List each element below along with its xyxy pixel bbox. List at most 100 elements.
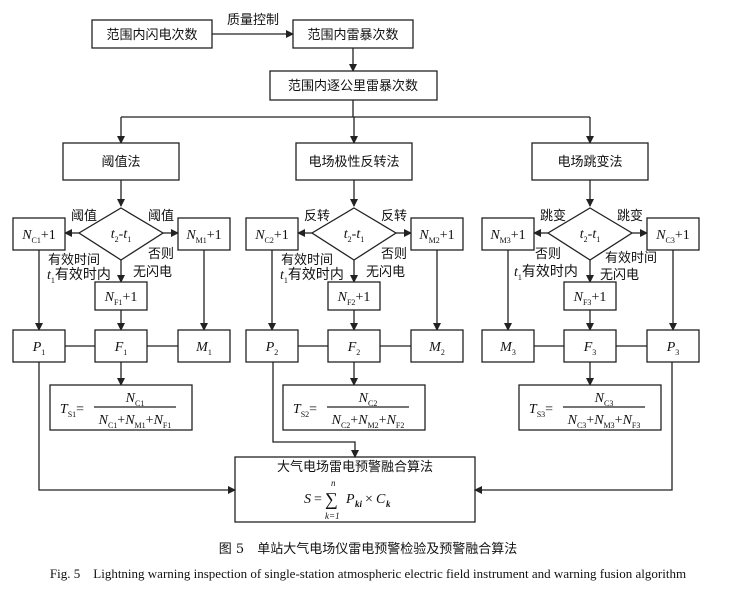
formula-denominator: NC2+NM2+NF2 bbox=[331, 413, 405, 430]
formula-lhs: TS1= bbox=[60, 402, 84, 419]
subscript: S1 bbox=[68, 410, 76, 419]
math-symbol: N bbox=[331, 413, 342, 428]
formula-numerator: NC2 bbox=[358, 391, 378, 408]
math-symbol: t bbox=[356, 227, 361, 242]
counter-box-right bbox=[646, 217, 700, 251]
math-symbol: M bbox=[195, 340, 209, 355]
math-symbol: M bbox=[428, 340, 442, 355]
fusion-p: P bbox=[345, 492, 355, 507]
subscript: S3 bbox=[537, 410, 545, 419]
math-symbol: - bbox=[588, 227, 593, 242]
math-symbol: = bbox=[76, 402, 84, 417]
method-box bbox=[531, 142, 649, 181]
math-symbol: N bbox=[358, 391, 369, 406]
fusion-formula: S = ∑ n k=1 P ki × C k bbox=[304, 478, 391, 521]
math-symbol: P bbox=[32, 340, 42, 355]
lightning-count-box bbox=[91, 19, 213, 49]
counter-right-label: NM1+1 bbox=[185, 228, 221, 245]
quality-control-label: 质量控制 bbox=[227, 13, 279, 28]
condition-valid-time: 有效时间 bbox=[605, 251, 657, 266]
subscript: C2 bbox=[341, 421, 350, 430]
math-symbol: N bbox=[337, 290, 348, 305]
math-symbol: +1 bbox=[675, 228, 690, 243]
math-symbol: t bbox=[280, 268, 285, 283]
math-symbol: N bbox=[418, 228, 429, 243]
subscript: F2 bbox=[396, 421, 404, 430]
fusion-times: × bbox=[365, 492, 373, 507]
math-symbol: N bbox=[125, 391, 136, 406]
subscript: 2 bbox=[274, 348, 278, 357]
subscript: 1 bbox=[208, 348, 212, 357]
output-mid-label: F3 bbox=[583, 340, 597, 357]
sum-lower: k=1 bbox=[325, 511, 340, 521]
fusion-c: C bbox=[376, 492, 386, 507]
counter-box-left bbox=[245, 217, 299, 251]
branch-label-left: 阈值 bbox=[71, 208, 97, 224]
math-symbol: +1 bbox=[511, 228, 526, 243]
math-symbol: M bbox=[499, 340, 513, 355]
math-symbol: +1 bbox=[355, 290, 370, 305]
counter-left-label: NC2+1 bbox=[254, 228, 289, 245]
fusion-title: 大气电场雷电预警融合算法 bbox=[277, 459, 433, 475]
math-symbol: N bbox=[185, 228, 196, 243]
subscript: M2 bbox=[368, 421, 379, 430]
math-symbol: 有效时内 bbox=[288, 267, 344, 283]
subscript: 2 bbox=[115, 235, 119, 244]
subscript: M3 bbox=[604, 421, 615, 430]
math-symbol: F bbox=[583, 340, 593, 355]
counter-right-label: NM2+1 bbox=[418, 228, 454, 245]
subscript: F1 bbox=[163, 421, 171, 430]
condition-else: 否则 bbox=[535, 247, 561, 262]
math-symbol: N bbox=[124, 413, 135, 428]
subscript: M1 bbox=[135, 421, 146, 430]
thunderstorm-count-label: 范围内雷暴次数 bbox=[307, 27, 398, 43]
math-symbol: N bbox=[98, 413, 109, 428]
fusion-eq: = bbox=[314, 492, 322, 507]
counter-left-label: NM3+1 bbox=[489, 228, 525, 245]
subscript: 1 bbox=[123, 348, 127, 357]
math-symbol: +1 bbox=[440, 228, 455, 243]
output-box-left bbox=[481, 329, 535, 363]
branch-label-right: 反转 bbox=[381, 209, 407, 224]
subscript: C1 bbox=[108, 421, 117, 430]
fusion-c-sub: k bbox=[386, 499, 391, 509]
math-symbol: + bbox=[379, 413, 387, 428]
counter-box-right bbox=[410, 217, 464, 251]
math-symbol: t bbox=[47, 268, 52, 283]
math-symbol: - bbox=[352, 227, 357, 242]
diamond-expression: t2-t1 bbox=[580, 227, 600, 244]
subscript: 2 bbox=[441, 348, 445, 357]
math-symbol: t bbox=[123, 227, 128, 242]
subscript: M2 bbox=[429, 236, 440, 245]
math-symbol: + bbox=[586, 413, 594, 428]
subscript: C2 bbox=[368, 399, 377, 408]
subscript: C3 bbox=[577, 421, 586, 430]
subscript: F1 bbox=[114, 298, 122, 307]
output-box-right bbox=[646, 329, 700, 363]
math-symbol: 有效时内 bbox=[55, 267, 111, 283]
condition-no-lightning: 无闪电 bbox=[133, 265, 172, 280]
output-mid-label: F2 bbox=[347, 340, 361, 357]
math-symbol: F bbox=[114, 340, 124, 355]
subscript: 3 bbox=[512, 348, 516, 357]
counter-mid-label: NF3+1 bbox=[573, 290, 607, 307]
math-symbol: N bbox=[386, 413, 397, 428]
subscript: 3 bbox=[675, 348, 679, 357]
counter-box-left bbox=[481, 217, 535, 251]
subscript: C3 bbox=[604, 399, 613, 408]
formula-lhs: TS2= bbox=[293, 402, 317, 419]
p1-to-fusion-line bbox=[38, 362, 236, 494]
condition-valid-time: 有效时间 bbox=[48, 253, 100, 268]
formula-denominator: NC3+NM3+NF3 bbox=[567, 413, 641, 430]
condition-t1-valid: t1有效时内 bbox=[280, 267, 344, 285]
branch-label-left: 反转 bbox=[304, 209, 330, 224]
subscript: 2 bbox=[356, 348, 360, 357]
counter-mid-label: NF1+1 bbox=[104, 290, 138, 307]
math-symbol: t bbox=[111, 227, 116, 242]
formula-denominator: NC1+NM1+NF1 bbox=[98, 413, 172, 430]
math-symbol: +1 bbox=[122, 290, 137, 305]
counter-box-right bbox=[177, 217, 231, 251]
p3-to-fusion-line bbox=[474, 362, 673, 494]
subscript: F3 bbox=[632, 421, 640, 430]
output-right-label: M1 bbox=[195, 340, 212, 357]
